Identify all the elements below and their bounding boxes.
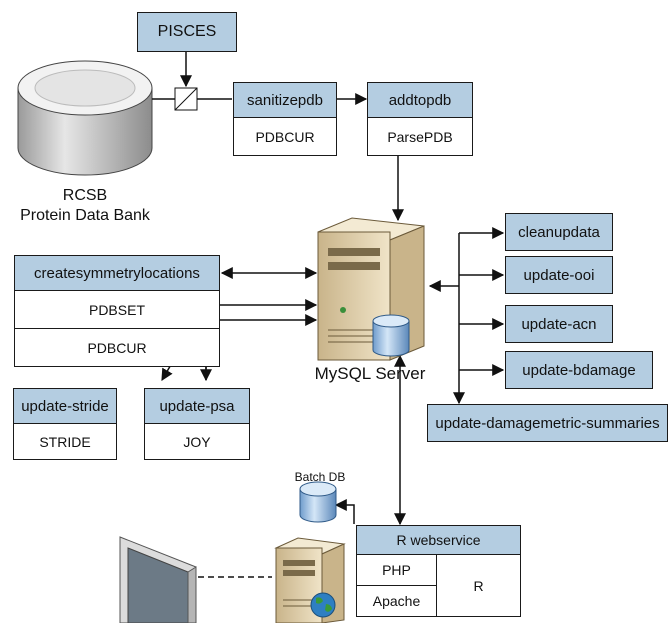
addtopdb-header: addtopdb <box>367 82 473 118</box>
php-cell: PHP <box>356 554 437 586</box>
rcsb-label-line2: Protein Data Bank <box>20 207 150 224</box>
addtopdb-parsepdb-cell: ParsePDB <box>367 117 473 156</box>
update-ooi-box: update-ooi <box>505 256 613 294</box>
batch-db-label: Batch DB <box>294 470 346 484</box>
update-acn-box: update-acn <box>505 305 613 343</box>
update-damagemetric-summaries-box: update-damagemetric-summaries <box>427 404 668 442</box>
monitor-icon <box>119 536 197 623</box>
sanitizepdb-header: sanitizepdb <box>233 82 337 118</box>
r-cell: R <box>436 554 521 617</box>
rcsb-label-line1: RCSB <box>62 187 108 204</box>
apache-cell: Apache <box>356 585 437 617</box>
filter-switch-icon <box>174 87 198 111</box>
update-psa-header: update-psa <box>144 388 250 424</box>
rcsb-database-icon <box>17 60 153 176</box>
cleanupdata-box: cleanupdata <box>505 213 613 251</box>
update-stride-header: update-stride <box>13 388 117 424</box>
r-webservice-header: R webservice <box>356 525 521 555</box>
globe-icon <box>310 592 336 618</box>
batch-db-cylinder-icon <box>299 481 337 523</box>
update-psa-joy-cell: JOY <box>144 423 250 460</box>
createsymmetrylocations-pdbcur-cell: PDBCUR <box>14 328 220 367</box>
createsymmetrylocations-pdbset-cell: PDBSET <box>14 290 220 329</box>
mysql-server-icon <box>317 217 425 361</box>
update-bdamage-box: update-bdamage <box>505 351 653 389</box>
mysql-db-cylinder-icon <box>372 314 410 357</box>
mysql-server-label: MySQL Server <box>314 364 426 383</box>
createsymmetrylocations-header: createsymmetrylocations <box>14 255 220 291</box>
rcsb-label: RCSB Protein Data Bank <box>10 186 160 226</box>
sanitizepdb-pdbcur-cell: PDBCUR <box>233 117 337 156</box>
update-stride-stride-cell: STRIDE <box>13 423 117 460</box>
pisces-box: PISCES <box>137 12 237 52</box>
